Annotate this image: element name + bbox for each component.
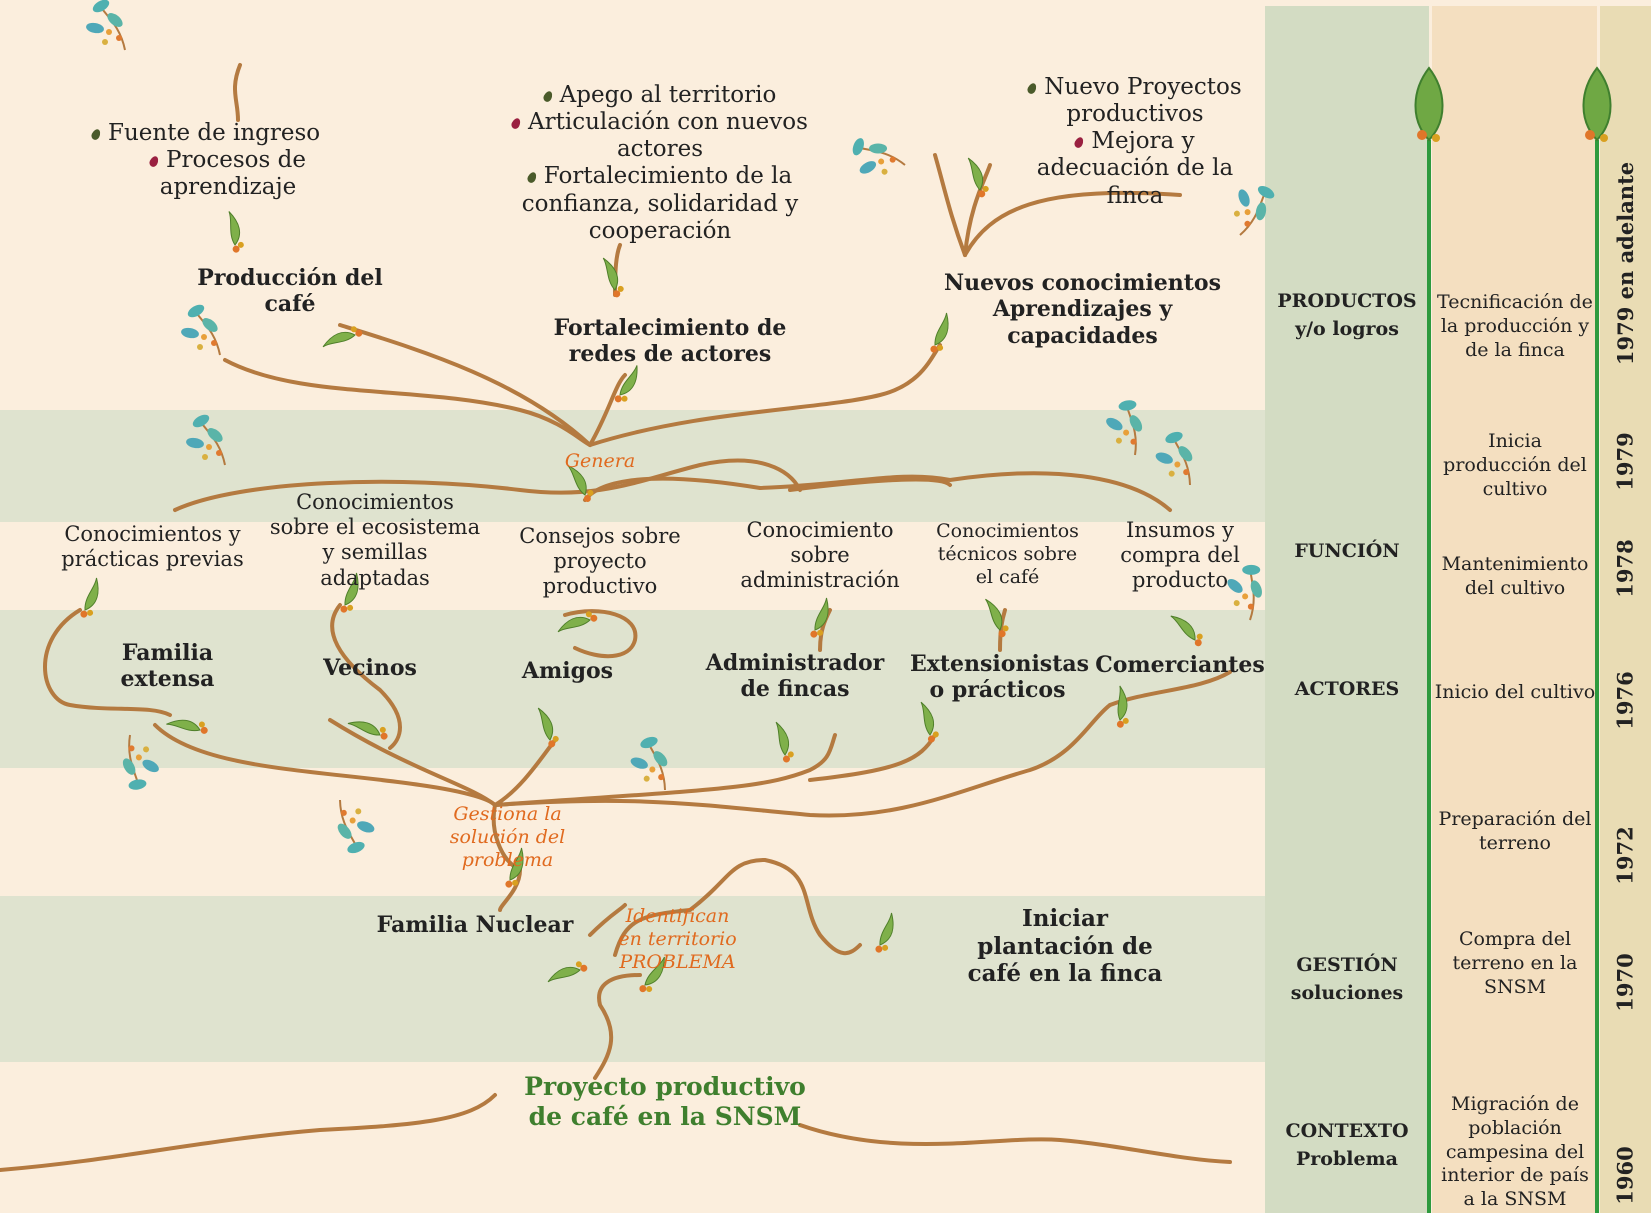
verb-genera: Genera xyxy=(564,450,636,472)
function-tecnicos: Conocimientos técnicos sobre el café xyxy=(936,520,1079,588)
top-right-bullets: Nuevo Proyectos productivos Mejora y ade… xyxy=(1010,74,1260,210)
seed-bullet-icon xyxy=(525,170,538,185)
desc-inicia-produccion: Inicia producción del cultivo xyxy=(1443,430,1587,500)
actor-comerciantes: Comerciantes xyxy=(1095,652,1265,678)
seed-bullet-icon xyxy=(1073,135,1086,149)
year-1978: 1978 xyxy=(1613,538,1639,598)
function-administracion: Conocimiento sobre administración xyxy=(740,518,900,593)
year-1979: 1979 xyxy=(1613,431,1639,491)
actor-familia-nuclear: Familia Nuclear xyxy=(376,912,574,938)
desc-compra: Compra del terreno en la SNSM xyxy=(1452,928,1578,998)
list-item: Fuente de ingreso xyxy=(90,120,328,147)
category-productos: PRODUCTOS y/o logros xyxy=(1277,290,1417,340)
product-redes: Fortalecimiento de redes de actores xyxy=(553,315,787,368)
function-insumos: Insumos y compra del producto xyxy=(1120,518,1240,593)
band-context xyxy=(0,1062,1265,1213)
top-mid-bullets: Apego al territorio Articulación con nue… xyxy=(500,82,820,245)
desc-tecnificacion: Tecnificación de la producción y de la f… xyxy=(1437,291,1593,361)
seed-bullet-icon xyxy=(1026,81,1039,95)
top-left-bullets: Fuente de ingreso Procesos de aprendizaj… xyxy=(90,120,328,201)
function-practicas-previas: Conocimientos y prácticas previas xyxy=(61,522,244,572)
actor-administrador: Administrador de fincas xyxy=(705,650,885,703)
desc-inicio-cultivo: Inicio del cultivo xyxy=(1434,681,1596,703)
category-contexto: CONTEXTO Problema xyxy=(1285,1120,1409,1170)
actor-vecinos: Vecinos xyxy=(323,655,417,681)
band-actors xyxy=(0,610,1265,768)
list-item: Procesos de aprendizaje xyxy=(92,147,328,201)
band-products xyxy=(0,0,1265,410)
project-title: Proyecto productivo de café en la SNSM xyxy=(524,1072,806,1131)
function-ecosistema: Conocimientos sobre el ecosistema y semi… xyxy=(269,490,481,590)
band-gestiona xyxy=(0,768,1265,896)
year-1970: 1970 xyxy=(1613,952,1639,1012)
list-item: Articulación con nuevos actores xyxy=(500,109,820,163)
seed-bullet-icon xyxy=(148,154,160,168)
year-1979-adelante: 1979 en adelante xyxy=(1613,161,1639,365)
desc-migracion: Migración de población campesina del int… xyxy=(1441,1093,1589,1210)
actor-familia-extensa: Familia extensa xyxy=(120,640,215,693)
list-item: Apego al territorio xyxy=(500,82,820,109)
function-consejos: Consejos sobre proyecto productivo xyxy=(519,524,681,599)
actor-amigos: Amigos xyxy=(521,658,614,684)
year-1960: 1960 xyxy=(1613,1145,1639,1205)
year-1976: 1976 xyxy=(1613,670,1639,730)
verb-identifican: Identifican en territorio PROBLEMA xyxy=(618,905,737,973)
desc-preparacion: Preparación del terreno xyxy=(1438,808,1592,854)
product-conocimientos: Nuevos conocimientos Aprendizajes y capa… xyxy=(944,270,1221,349)
list-item: Fortalecimiento de la confianza, solidar… xyxy=(521,163,799,244)
desc-mantenimiento: Mantenimiento del cultivo xyxy=(1441,553,1589,599)
band-function xyxy=(0,522,1265,610)
category-funcion: FUNCIÓN xyxy=(1294,540,1400,562)
list-item: Mejora y adecuación de la finca xyxy=(1036,128,1234,209)
list-item: Nuevo Proyectos productivos xyxy=(1010,74,1260,128)
category-gestion: GESTIÓN soluciones xyxy=(1290,954,1404,1004)
iniciar-plantacion: Iniciar plantación de café en la finca xyxy=(967,905,1163,988)
year-1972: 1972 xyxy=(1613,825,1639,885)
product-cafe: Producción del café xyxy=(197,265,383,318)
description-column xyxy=(1432,6,1597,1213)
actor-extensionistas: Extensionistas o prácticos xyxy=(910,651,1089,704)
seed-bullet-icon xyxy=(90,127,102,141)
verb-gestiona: Gestiona la solución del problema xyxy=(449,803,566,871)
seed-bullet-icon xyxy=(510,116,522,130)
year-column xyxy=(1600,6,1651,1213)
seed-bullet-icon xyxy=(541,89,554,103)
category-actores: ACTORES xyxy=(1294,678,1400,700)
category-column xyxy=(1265,6,1429,1213)
